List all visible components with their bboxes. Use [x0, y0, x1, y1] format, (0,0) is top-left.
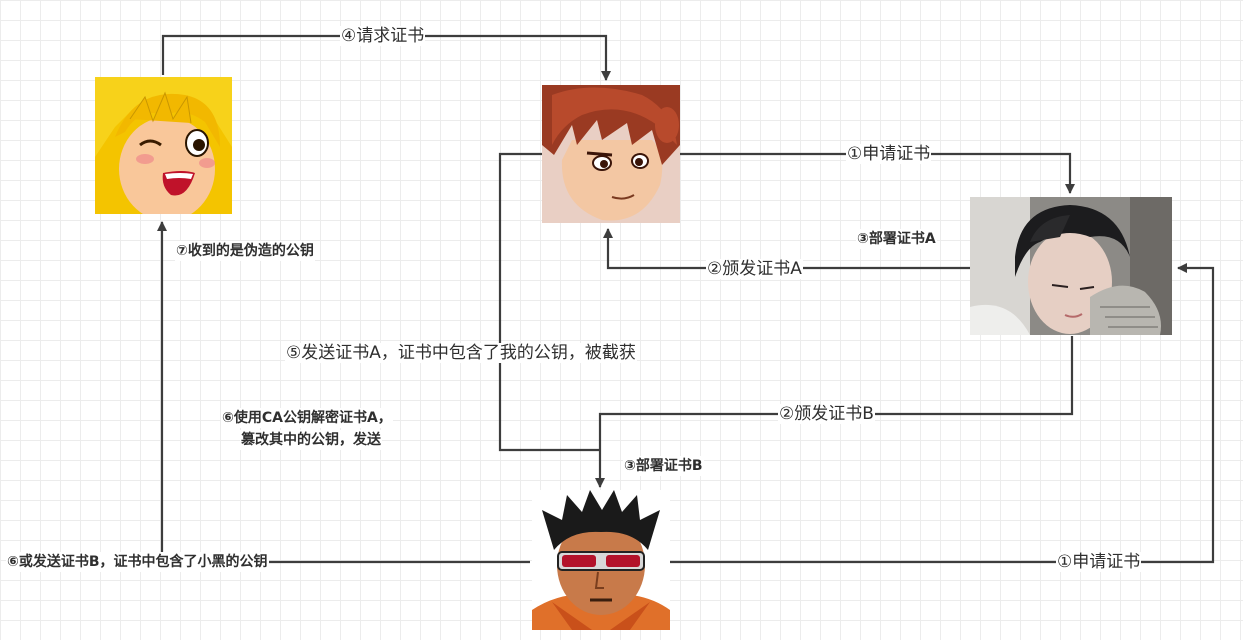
label-step3-deploy-a: ③部署证书A [856, 229, 937, 249]
server-avatar [542, 85, 680, 223]
arrow-apply-certificate-bottom [670, 263, 1215, 564]
label-step4-request: ④请求证书 [340, 26, 426, 46]
arrow-send-certificate-a [498, 152, 600, 452]
label-step2-issue-a: ②颁发证书A [706, 259, 803, 279]
client-avatar [95, 77, 232, 214]
label-step1-apply-bottom: ①申请证书 [1056, 552, 1142, 572]
attacker-avatar [532, 490, 670, 630]
label-step1-apply-top: ①申请证书 [846, 144, 932, 164]
arrow-apply-certificate-top [680, 152, 1075, 194]
label-step3-deploy-b: ③部署证书B [623, 456, 704, 476]
arrow-send-fake-certificate [157, 221, 530, 564]
label-step6-send-b: ⑥或发送证书B，证书中包含了小黑的公钥 [6, 552, 269, 572]
arrow-issue-certificate-a [603, 228, 970, 270]
label-step2-issue-b: ②颁发证书B [778, 404, 875, 424]
label-step5-send-a: ⑤发送证书A，证书中包含了我的公钥，被截获 [285, 343, 637, 363]
label-step7-received-fake: ⑦收到的是伪造的公钥 [175, 241, 315, 261]
label-step6-decrypt-line1: ⑥使用CA公钥解密证书A， [221, 408, 393, 428]
ca-photo [970, 197, 1172, 335]
label-step6-decrypt-line2: 篡改其中的公钥，发送 [240, 430, 382, 450]
